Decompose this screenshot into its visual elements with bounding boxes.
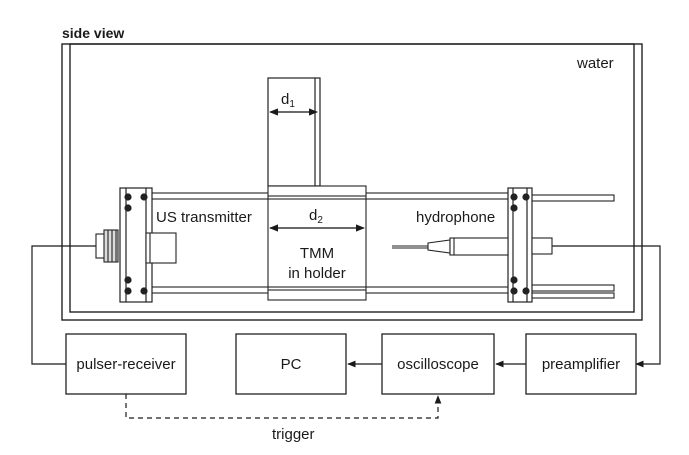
- trigger-label: trigger: [272, 426, 315, 443]
- pc-box: PC: [235, 333, 347, 395]
- oscilloscope-box: oscilloscope: [381, 333, 495, 395]
- pulser-receiver-label: pulser-receiver: [76, 356, 175, 373]
- hydrophone-label: hydrophone: [416, 209, 495, 226]
- pc-label: PC: [281, 356, 302, 373]
- sample-cap-top: [267, 185, 367, 197]
- transmitter-connector: [95, 229, 119, 263]
- lower-rail-extension: [529, 284, 615, 292]
- d1-label: d1: [281, 91, 295, 110]
- water-label: water: [576, 55, 614, 72]
- view-title: side view: [62, 25, 124, 41]
- water-tank: [61, 43, 643, 321]
- pulser-receiver-box: pulser-receiver: [65, 333, 187, 395]
- preamplifier-box: preamplifier: [525, 333, 637, 395]
- upper-rail-extension: [529, 194, 615, 202]
- upper-sample-holder: [267, 77, 321, 187]
- lower-rail-extension-2: [529, 292, 615, 299]
- oscilloscope-label: oscilloscope: [397, 356, 479, 373]
- right-frame-plate: [507, 187, 533, 303]
- transmitter-label: US transmitter: [156, 209, 252, 226]
- tank-inner-wall: [69, 43, 635, 313]
- d2-label: d2: [309, 207, 323, 226]
- upper-holder-plate: [267, 77, 321, 187]
- preamplifier-label: preamplifier: [542, 356, 620, 373]
- trigger-line: [125, 394, 442, 419]
- wire-hydrophone-to-preamp: [552, 245, 661, 368]
- sample-cap-bottom: [267, 289, 367, 301]
- sample-label-line2: in holder: [288, 265, 346, 282]
- wire-transmitter-to-pulser: [31, 245, 96, 365]
- us-transmitter-element: [145, 232, 177, 264]
- sample-label-line1: TMM: [300, 245, 334, 262]
- right-frame: [507, 187, 533, 303]
